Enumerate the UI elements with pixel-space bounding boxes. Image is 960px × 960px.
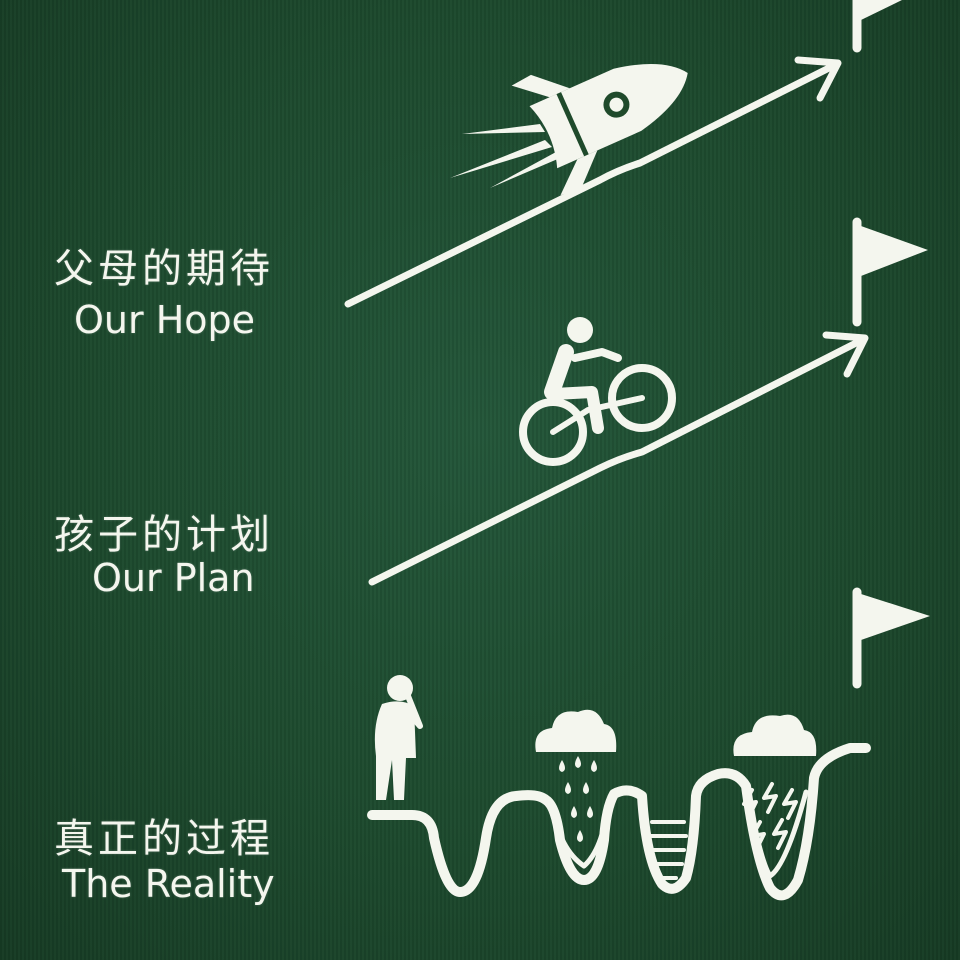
goal-flag-icon xyxy=(852,217,928,327)
hope-title-zh: 父母的期待 xyxy=(54,246,274,292)
plan-title-zh: 孩子的计划 xyxy=(54,512,274,558)
thinking-person-icon xyxy=(374,675,423,800)
goal-flag-icon xyxy=(852,0,902,53)
reality-title-zh: 真正的过程 xyxy=(54,816,274,862)
cyclist-icon xyxy=(519,317,676,466)
rocket-icon xyxy=(511,64,688,196)
reality-title-en: The Reality xyxy=(62,862,275,906)
rocket-exhaust xyxy=(450,124,560,188)
water-lines xyxy=(648,820,688,880)
plan-path xyxy=(368,331,869,586)
goal-flag-icon xyxy=(852,587,930,689)
rain-cloud-icon xyxy=(535,709,617,752)
raindrops xyxy=(559,756,597,842)
hope-path xyxy=(344,56,842,308)
reality-path xyxy=(367,743,871,901)
storm-cloud-icon xyxy=(733,714,817,756)
plan-title-en: Our Plan xyxy=(92,556,255,600)
hope-title-en: Our Hope xyxy=(74,298,256,342)
lightning-bolts xyxy=(742,782,798,852)
